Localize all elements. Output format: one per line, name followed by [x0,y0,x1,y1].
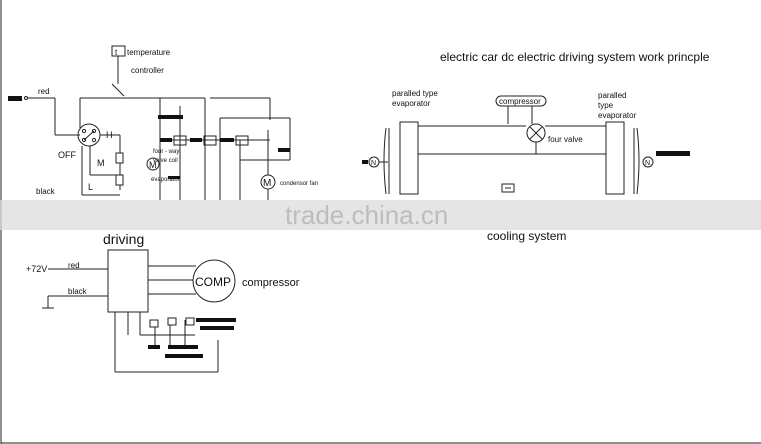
watermark-band [0,200,761,230]
redacted-mark-1 [158,115,183,119]
left-evaporator-label-2: evaporator [392,99,431,108]
drive-relay-1 [149,319,159,328]
driving-compressor-label: compressor [242,277,300,289]
diagram-title: electric car dc electric driving system … [440,50,710,64]
redacted-mark-5 [278,148,290,152]
black-wire-label: black [36,187,56,196]
right-evaporator-label-1: paralled [598,91,626,100]
right-evaporator-label-2: type [598,101,614,110]
left-evaporator-label-1: paralled type [392,89,438,98]
drive-relay-3 [185,317,195,326]
right-fan-letter: N [645,160,650,167]
left-evaporator [399,121,419,195]
cooling-system-caption: cooling system [487,229,566,243]
control-circuit: t temperature controller red [8,45,318,200]
resistor-1 [115,152,124,164]
watermark-text: trade.china.cn [285,200,448,230]
four-way-label: four - way [153,149,179,155]
cooling-system: paralled type evaporator N compressor fo… [362,89,690,243]
relay-coil-1 [173,135,187,146]
redacted-mark-4 [220,138,234,142]
compressor-label: compressor [499,97,541,106]
m-label: M [97,158,105,168]
red-wire-label: red [38,87,50,96]
drive-redacted-1 [196,318,236,322]
redacted-mark-2 [160,138,172,142]
right-evaporator [605,121,625,195]
driving-label: driving [103,231,144,247]
drive-redacted-2 [200,326,234,330]
four-valve-label: four valve [548,135,583,144]
comp-label: COMP [195,275,231,289]
temperature-label: temperature [127,48,171,57]
right-fan-symbol [642,156,654,168]
controller-label: controller [131,66,164,75]
driving-red-label: red [68,261,80,270]
drive-redacted-3 [148,345,160,349]
resistor-2 [115,174,124,186]
drive-relay-2 [167,317,177,326]
right-fan-mark [656,151,690,156]
off-label: OFF [58,150,76,160]
valve-coil-label: valve coil [153,158,178,164]
right-evaporator-label-3: evaporator [598,111,637,120]
thermostat-box [111,45,126,57]
l-label: L [88,182,93,192]
driving-circuit: driving +72V red black COMP compressor [26,231,300,373]
condensor-fan-label: condensor fan [280,181,318,187]
evaporator-motor-symbol: M [149,160,157,170]
drive-redacted-5 [165,354,203,358]
evaporator-small-label: evaporator [151,177,180,183]
left-fan-mark [362,160,368,164]
driving-black-label: black [68,287,88,296]
red-wire-terminal [8,96,22,101]
condensor-fan-motor [260,174,276,190]
evaporator-fan-motor [146,157,160,171]
drive-redacted-4 [168,345,198,349]
redacted-mark-6 [168,176,180,179]
thermostat-symbol: t [115,48,118,57]
compressor-motor [192,259,236,303]
relay-coil-3 [235,135,249,146]
redacted-mark-3 [190,138,202,142]
voltage-label: +72V [26,264,47,274]
relay-coil-2 [203,135,217,146]
left-fan-letter: N [371,160,376,167]
compressor-box [495,95,547,107]
driver-box [107,249,149,313]
condensor-motor-symbol: M [263,178,271,189]
